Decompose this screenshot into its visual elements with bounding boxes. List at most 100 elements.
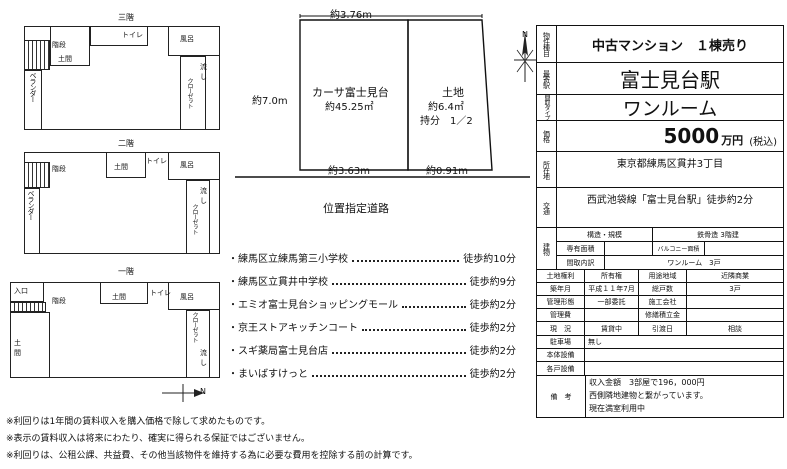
toilet-label-2f: トイレ (146, 157, 167, 165)
bath-label-1f: 風呂 (180, 293, 194, 301)
site-top-width: 約3.76m (330, 10, 373, 21)
row-remarks: 備 考 収入金額 3部屋で196，000円 西側隣地建物と繋がっています。 現在… (537, 376, 783, 417)
doma-label-2f: 土間 (114, 163, 128, 171)
stairs-label-3f: 階段 (52, 41, 66, 49)
sink-label-1f: 流し (200, 349, 207, 367)
property-info-table: 物件種目 中古マンション １棟売り 最寄駅 富士見台駅 間取タイプ ワンルーム … (536, 25, 784, 418)
footnote: ※利回りは、公租公課、共益費、その他当該物件を維持する為に必要な費用を控除する前… (6, 451, 418, 461)
doma-label-1f: 土間 (112, 293, 126, 301)
structure-label: 構造・規模 (557, 228, 653, 242)
station-label: 最寄駅 (542, 69, 551, 88)
footnote: ※利回りは1年間の賃料収入を購入価格で除して求めたものです。 (6, 417, 271, 427)
list-item: ・スギ薬局富士見台店 徒歩約2分 (228, 334, 516, 357)
first-floor-title: 一階 (118, 267, 134, 276)
parking-value: 無し (585, 336, 783, 349)
rights-label: 土地権利 (537, 270, 585, 283)
sink-label-2f: 流し (200, 187, 207, 205)
status-label: 現 況 (537, 322, 585, 335)
nearby-name: ・エミオ富士見台ショッピングモール (228, 300, 398, 311)
mgmt-fee-label: 管理費 (537, 309, 585, 322)
closet-label-2f: クローゼット (191, 204, 198, 234)
compass-north: N (522, 30, 528, 39)
site-bottom-left: 約3.63m (328, 166, 371, 177)
row-type: 物件種目 中古マンション １棟売り (537, 26, 783, 63)
row-building: 建物 構造・規模 鉄骨造 3階建 専有面積 バルコニー面積 間取内訳 ワンルーム… (537, 228, 783, 270)
building-name: カーサ富士見台 (312, 86, 389, 99)
row-layout: 間取タイプ ワンルーム (537, 95, 783, 121)
nearby-name: ・練馬区立貫井中学校 (228, 277, 328, 288)
price-unit: 万円 (721, 134, 744, 147)
facility-label: 本体設備 (537, 349, 585, 362)
land-share: 持分 1／2 (420, 116, 473, 127)
price-label: 価格 (542, 130, 551, 142)
repair-label: 修繕積立金 (639, 309, 687, 322)
list-item: ・エミオ富士見台ショッピングモール 徒歩約2分 (228, 288, 516, 311)
exclusive-label: 専有面積 (557, 242, 605, 256)
closet-label-3f: クローゼット (186, 78, 193, 108)
nearby-list: ・練馬区立練馬第三小学校徒歩約10分 ・練馬区立貫井中学校 徒歩約9分 ・エミオ富… (228, 242, 516, 380)
detail-grid: 土地権利 所有権 用途地域 近隣商業 築年月 平成１１年7月 総戸数 3戸 管理… (537, 270, 783, 336)
toilet-label-3f: トイレ (122, 31, 143, 39)
building-area: 約45.25㎡ (325, 102, 374, 113)
nearby-time: 徒歩約2分 (469, 369, 516, 380)
builder-label: 施工会社 (639, 296, 687, 309)
plan-compass-icon (162, 384, 204, 402)
built-value: 平成１１年7月 (585, 283, 639, 296)
layout-label: 間取タイプ (543, 95, 550, 120)
second-floor-title: 二階 (118, 139, 134, 148)
stairs-1f (10, 302, 46, 312)
building-label: 建物 (542, 242, 551, 255)
remarks-line: 西側隣地建物と繋がっています。 (589, 391, 708, 400)
layout-value: ワンルーム (622, 98, 718, 120)
stairs-label-2f: 階段 (52, 165, 66, 173)
zoning-value: 近隣商業 (687, 270, 783, 283)
address-value: 東京都練馬区貫井3丁目 (616, 159, 724, 170)
site-bottom-right: 約0.91m (426, 166, 469, 177)
nearby-time: 徒歩約9分 (469, 277, 516, 288)
balcony-label: バルコニー面積 (653, 242, 705, 256)
address-label: 所在地 (542, 160, 551, 179)
nearby-name: ・スギ薬局富士見台店 (228, 346, 328, 357)
price-value: 5000 (663, 124, 720, 148)
road-label: 位置指定道路 (323, 202, 389, 215)
stairs-3f (24, 40, 50, 70)
nearby-time: 徒歩約2分 (469, 346, 516, 357)
footnote: ※表示の賃料収入は将来にわたり、確実に得られる保証ではございません。 (6, 434, 310, 444)
rights-value: 所有権 (585, 270, 639, 283)
list-item: ・京王ストアキッチンコート徒歩約2分 (228, 311, 516, 334)
nearby-time: 徒歩約10分 (463, 254, 516, 265)
doma2-label-1f: 土間 (14, 339, 21, 357)
site-plan-drawing (235, 14, 530, 178)
units-label: 総戸数 (639, 283, 687, 296)
list-item: ・まいばすけっと 徒歩約2分 (228, 357, 516, 380)
remarks-line: 現在満室利用中 (589, 404, 645, 413)
transport-label: 交通 (542, 201, 551, 214)
bath-label-2f: 風呂 (180, 161, 194, 169)
remarks-line: 収入金額 3部屋で196，000円 (589, 378, 705, 387)
nearby-time: 徒歩約2分 (469, 323, 516, 334)
row-price: 価格 5000 万円 (税込) (537, 121, 783, 152)
parking-label: 駐車場 (537, 336, 585, 349)
mgmt-form-value: 一部委託 (585, 296, 639, 309)
handover-label: 引渡日 (639, 322, 687, 335)
transport-value: 西武池袋線「富士見台駅」徒歩約2分 (586, 195, 754, 206)
row-station: 最寄駅 富士見台駅 (537, 63, 783, 95)
stairs-2f (24, 162, 50, 188)
sink-label-3f: 流し (200, 63, 207, 81)
structure-value: 鉄骨造 3階建 (653, 228, 783, 242)
row-transport: 交通 西武池袋線「富士見台駅」徒歩約2分 (537, 188, 783, 228)
mgmt-form-label: 管理形態 (537, 296, 585, 309)
bath-label-3f: 風呂 (180, 35, 194, 43)
status-value: 賃貸中 (585, 322, 639, 335)
type-value: 中古マンション １棟売り (591, 38, 748, 54)
list-item: ・練馬区立練馬第三小学校徒歩約10分 (228, 242, 516, 265)
station-value: 富士見台駅 (620, 68, 720, 92)
unit-facility-label: 各戸設備 (537, 362, 585, 375)
nearby-name: ・まいばすけっと (228, 369, 308, 380)
plan-compass-north: N (200, 387, 206, 396)
facility-grid: 駐車場 無し 本体設備 各戸設備 (537, 336, 783, 376)
units-value: 3戸 (687, 283, 783, 296)
veranda-label-2f: ベランダー (27, 190, 35, 220)
nearby-time: 徒歩約2分 (469, 300, 516, 311)
layout-detail-value: ワンルーム 3戸 (667, 259, 721, 267)
